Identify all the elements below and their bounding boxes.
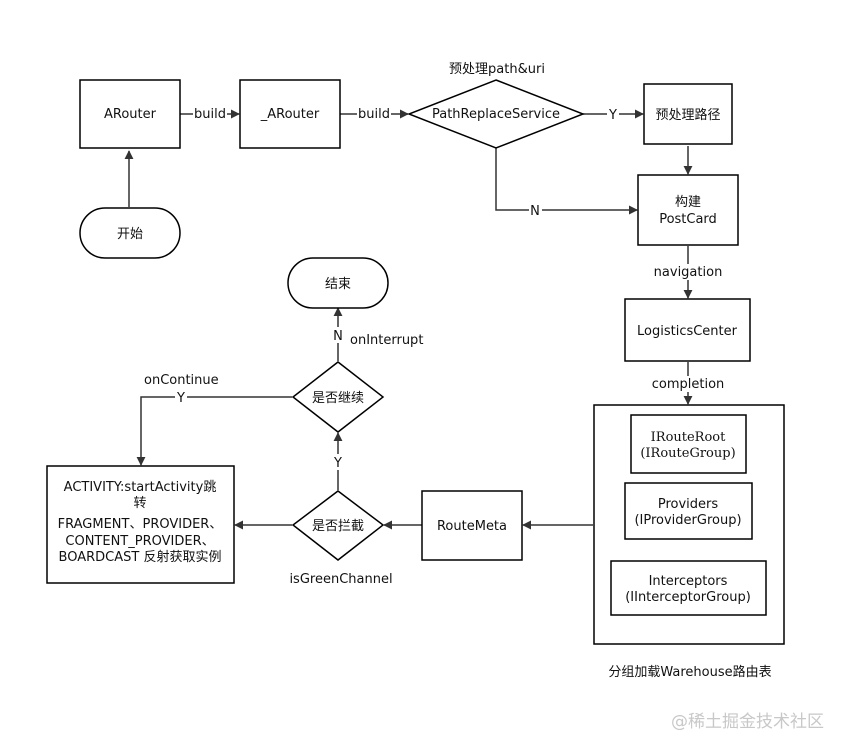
- node-arouter-label: ARouter: [104, 107, 157, 122]
- edge-continue-yes-to-activity: [136, 396, 292, 466]
- node-is-continue-decision: 是否继续: [291, 361, 385, 433]
- edge-label-navigation: navigation: [654, 265, 723, 280]
- node-build-postcard-label-2: PostCard: [659, 212, 717, 227]
- edge-label-yes-preprocess: Y: [608, 108, 617, 123]
- annotation-on-interrupt: onInterrupt: [350, 333, 423, 348]
- node-logistics-center: LogisticsCenter: [624, 298, 751, 362]
- node-start: 开始: [79, 207, 181, 259]
- node-path-replace-label: PathReplaceService: [432, 107, 560, 122]
- edge-label-build-2: build: [358, 107, 390, 122]
- annotation-warehouse: 分组加载Warehouse路由表: [608, 664, 771, 680]
- node-interceptors-label-2: (IInterceptorGroup): [625, 590, 751, 605]
- node-activity-label-1: ACTIVITY:startActivity跳: [64, 480, 217, 495]
- node-end-label: 结束: [325, 277, 351, 292]
- edge-path-replace-no-to-postcard: [495, 148, 638, 215]
- node-arouter: ARouter: [79, 79, 181, 149]
- node-activity-label-2: 转: [133, 496, 146, 511]
- node-iroute-root-label-2: (IRouteGroup): [640, 446, 735, 461]
- node-arouter-inner: _ARouter: [239, 79, 341, 149]
- annotation-preprocess-uri: 预处理path&uri: [449, 62, 545, 77]
- node-activity-label-3: FRAGMENT、PROVIDER、: [58, 517, 223, 532]
- edge-label-intercept-yes: Y: [333, 456, 342, 471]
- node-preprocess-path: 预处理路径: [643, 83, 733, 145]
- node-is-intercept-label: 是否拦截: [312, 519, 364, 534]
- node-end: 结束: [287, 257, 389, 309]
- node-interceptors-label-1: Interceptors: [649, 574, 728, 589]
- node-preprocess-path-label: 预处理路径: [655, 107, 720, 123]
- annotations: 预处理path&uri onInterrupt onContinue isGre…: [144, 62, 772, 680]
- node-iroute-root-label-1: IRouteRoot: [651, 430, 726, 445]
- node-arouter-inner-label: _ARouter: [260, 107, 320, 122]
- node-iroute-root: IRouteRoot (IRouteGroup): [630, 414, 747, 474]
- annotation-is-green-channel: isGreenChannel: [289, 572, 392, 587]
- node-build-postcard: 构建 PostCard: [637, 174, 739, 246]
- node-is-continue-label: 是否继续: [312, 391, 364, 406]
- edge-label-build-1: build: [194, 107, 226, 122]
- node-build-postcard-label-1: 构建: [675, 195, 701, 210]
- node-route-meta-label: RouteMeta: [437, 519, 507, 534]
- edge-label-completion: completion: [652, 377, 725, 392]
- node-activity-label-5: BOARDCAST 反射获取实例: [59, 549, 222, 565]
- edge-labels: build build Y N navigation completion Y …: [175, 106, 725, 471]
- edge-label-no-postcard: N: [530, 204, 540, 219]
- node-route-meta: RouteMeta: [421, 490, 523, 561]
- node-providers-label-1: Providers: [658, 497, 719, 512]
- edge-label-continue-yes: Y: [176, 391, 185, 406]
- node-is-intercept-decision: 是否拦截: [291, 490, 385, 561]
- node-logistics-center-label: LogisticsCenter: [637, 324, 738, 339]
- node-path-replace-decision: PathReplaceService: [406, 79, 586, 149]
- node-providers-label-2: (IProviderGroup): [634, 513, 741, 528]
- node-interceptors: Interceptors (IInterceptorGroup): [610, 560, 767, 616]
- edge-label-interrupt-no: N: [333, 329, 343, 344]
- node-providers: Providers (IProviderGroup): [624, 482, 753, 540]
- watermark-text: @稀土掘金技术社区: [671, 712, 824, 732]
- node-activity-label-4: CONTENT_PROVIDER、: [65, 534, 214, 549]
- annotation-on-continue: onContinue: [144, 373, 219, 388]
- node-activity: ACTIVITY:startActivity跳 转 FRAGMENT、PROVI…: [46, 465, 235, 584]
- node-start-label: 开始: [117, 227, 143, 242]
